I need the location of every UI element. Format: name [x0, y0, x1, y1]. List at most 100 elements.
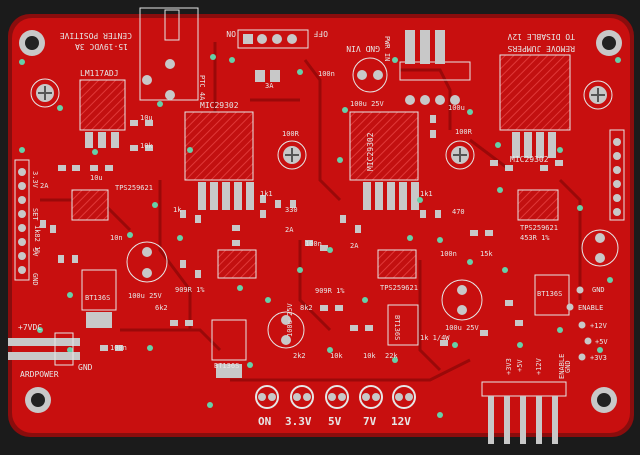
regulator-mic1[interactable]: [184, 111, 254, 210]
cap-electrolytic-3: [267, 311, 305, 349]
left-gnd-label: GND: [31, 273, 39, 286]
value-2a-2: 2A: [285, 226, 294, 234]
mic3-label: MIC29302: [510, 155, 549, 164]
via-layer: [19, 54, 621, 418]
value-330: 330: [285, 206, 298, 214]
disable-12v-label: TO DISABLE 12V: [507, 32, 575, 41]
bt4-label: BT136S: [537, 290, 562, 298]
smd-components: [40, 70, 563, 351]
value-100r-2: 100R: [455, 128, 473, 136]
value-100u-2: 100u: [448, 104, 465, 112]
value-8k2: 8k2: [300, 304, 313, 312]
on-switch-label: ON: [226, 29, 236, 38]
right-3v3-label: +3V3: [590, 354, 607, 362]
led-12v-label: 12V: [391, 415, 411, 428]
right-12v-label: +12V: [590, 322, 608, 330]
bt2-label: BT136S: [214, 362, 239, 370]
value-10n: 10n: [110, 234, 123, 242]
right-gnd-label: GND: [592, 286, 605, 294]
hdr-5v-label: +5V: [516, 359, 524, 372]
tps-ic-2[interactable]: [217, 249, 257, 279]
right-output-pads[interactable]: [566, 286, 592, 361]
right-enable-label: ENABLE: [578, 304, 603, 312]
pwr-in-label: PWR IN: [383, 36, 391, 61]
trim-pot-4[interactable]: [583, 80, 613, 110]
tps3-label: TPS259621: [520, 224, 558, 232]
left-3v3-label: 3.3V: [31, 171, 39, 189]
right-5v-label: +5V: [595, 338, 608, 346]
remove-jumpers-label: REMOVE JUMPERS: [507, 44, 575, 53]
cap-electrolytic-5: [581, 229, 619, 267]
regulator-lm117[interactable]: [79, 79, 126, 148]
lm117-label: LM117ADJ: [80, 69, 119, 78]
value-100n-2: 100n: [110, 344, 127, 352]
hdr-3v3-label: +3V3: [505, 358, 513, 375]
value-10k-2: 10k: [330, 352, 343, 360]
led-on-label: ON: [258, 415, 271, 428]
value-470: 470: [452, 208, 465, 216]
mic1-label: MIC29302: [200, 101, 239, 110]
cap4-value: 100u 25V: [445, 324, 480, 332]
value-22k: 22k: [385, 352, 398, 360]
triac-bt-3[interactable]: [387, 304, 419, 346]
tps-ic-3[interactable]: [377, 249, 417, 279]
value-1k4w: 1k 1/4W: [420, 334, 450, 342]
regulator-mic3[interactable]: [499, 54, 571, 158]
value-100n-1: 100n: [318, 70, 335, 78]
mic2-label: MIC29302: [366, 132, 375, 171]
led-7v-label: 7V: [363, 415, 377, 428]
value-10k-1: 10k: [140, 142, 153, 150]
value-1k1-1: 1k1: [260, 190, 273, 198]
triac-bt-2[interactable]: [211, 319, 247, 378]
value-2a-1: 2A: [40, 182, 49, 190]
hdr-gnd-label: GND: [564, 360, 572, 373]
left-set-label: SET: [31, 208, 39, 221]
power-switch[interactable]: [237, 29, 309, 49]
trim-pot-1[interactable]: [30, 78, 60, 108]
mounting-holes: [19, 30, 622, 413]
cap3-value: 100u 25V: [286, 302, 294, 337]
left-5v-label: 5V: [31, 248, 39, 257]
tps2-label: TPS259621: [380, 284, 418, 292]
cap2-value: 100u 25V: [350, 100, 385, 108]
value-6k2: 6k2: [155, 304, 168, 312]
cap-electrolytic-4: [441, 279, 483, 321]
hdr-12v-label: +12V: [535, 357, 543, 375]
led-5v-label: 5V: [328, 415, 342, 428]
bottom-output-header[interactable]: [481, 381, 567, 444]
value-10u-2: 10u: [90, 174, 103, 182]
regulator-mic2[interactable]: [349, 111, 419, 210]
cap-electrolytic-2: [352, 57, 388, 93]
trim-pot-3[interactable]: [445, 140, 475, 170]
v7-input-label: +7VDC: [18, 323, 42, 332]
value-2k2: 2k2: [293, 352, 306, 360]
input-spec-label: 15-19VDC 3A: [75, 42, 128, 51]
value-453r: 453R 1%: [520, 234, 550, 242]
gnd-label-2: GND: [78, 363, 93, 372]
bt1-label: BT136S: [85, 294, 110, 302]
tps-ic-1[interactable]: [71, 189, 109, 221]
left-pin-header[interactable]: [14, 159, 30, 281]
triac-bt-1[interactable]: [81, 269, 117, 328]
tps1-label: TPS259621: [115, 184, 153, 192]
triac-bt-4[interactable]: [534, 274, 570, 316]
value-10k-3: 10k: [363, 352, 376, 360]
value-1k82: 1k82 1%: [33, 225, 41, 255]
cap-electrolytic-1: [126, 241, 168, 283]
led-3v3-label: 3.3V: [285, 415, 312, 428]
ard-power-header[interactable]: [8, 332, 80, 366]
gnd-vin-label: GND VIN: [346, 44, 380, 53]
ptc-label: PTC 4A: [198, 75, 206, 101]
right-pin-header[interactable]: [609, 129, 625, 221]
off-switch-label: OFF: [313, 29, 328, 38]
trim-pot-2[interactable]: [277, 140, 307, 170]
ard-power-label: ARDPOWER: [20, 370, 59, 379]
tps-ic-4[interactable]: [517, 189, 559, 221]
hdr-enable-label: ENABLE: [558, 354, 566, 379]
value-100n-4: 100n: [440, 250, 457, 258]
value-909r-1: 909R 1%: [175, 286, 205, 294]
value-1k-1: 1k: [173, 206, 182, 214]
cap1-value: 100u 25V: [128, 292, 163, 300]
jumper-header-top[interactable]: [399, 30, 471, 105]
